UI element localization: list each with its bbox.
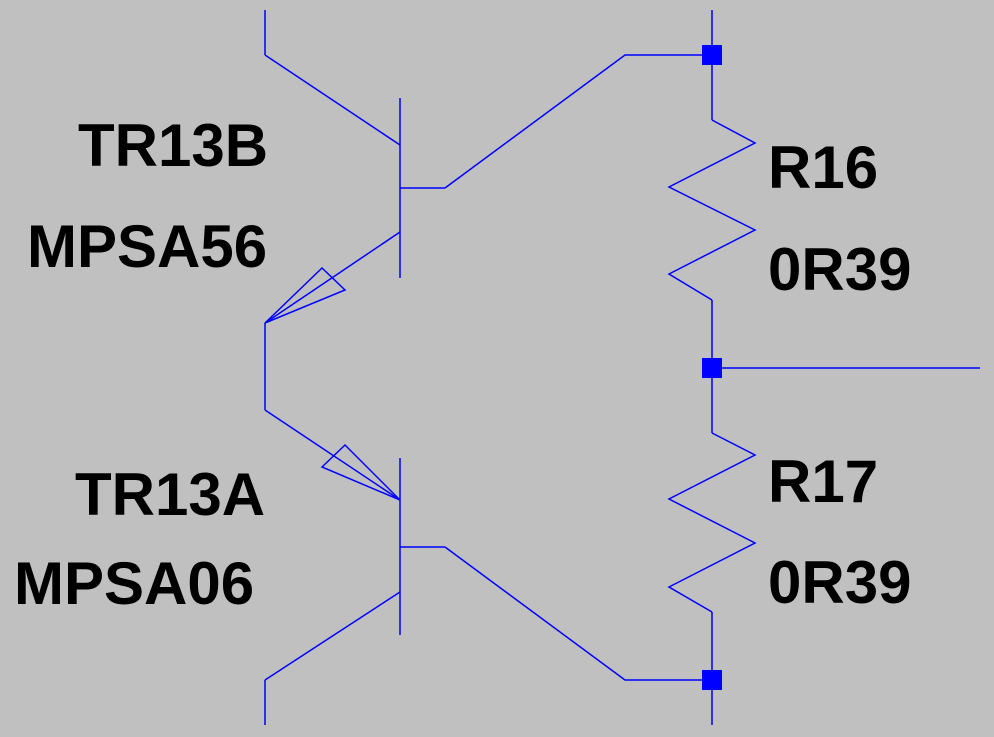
r16-value-label: 0R39 bbox=[768, 236, 911, 303]
tr13b-ref-label: TR13B bbox=[78, 112, 268, 179]
transistor-tr13a bbox=[264, 409, 445, 725]
r16-ref-label: R16 bbox=[768, 134, 878, 201]
tr13a-collector bbox=[264, 591, 401, 681]
resistor-r16-symbol bbox=[667, 119, 757, 301]
resistor-r17-symbol bbox=[667, 432, 757, 613]
junction-node-middle bbox=[702, 358, 722, 378]
r17-ref-label: R17 bbox=[768, 448, 878, 515]
tr13b-part-label: MPSA56 bbox=[27, 213, 267, 280]
tr13a-emitter bbox=[264, 409, 401, 501]
tr13b-emitter-arrow bbox=[264, 266, 347, 324]
tr13a-part-label: MPSA06 bbox=[14, 550, 254, 617]
wire-tr13b-base-to-top-node bbox=[444, 54, 712, 189]
tr13a-emitter-arrow bbox=[320, 443, 401, 501]
transistor-tr13b bbox=[264, 10, 445, 324]
tr13a-ref-label: TR13A bbox=[75, 461, 265, 528]
junction-node-bottom bbox=[702, 670, 722, 690]
junction-node-top bbox=[702, 45, 722, 65]
wire-tr13a-base-to-bottom-node bbox=[444, 546, 712, 681]
tr13b-collector bbox=[264, 54, 401, 146]
r17-value-label: 0R39 bbox=[768, 549, 911, 616]
